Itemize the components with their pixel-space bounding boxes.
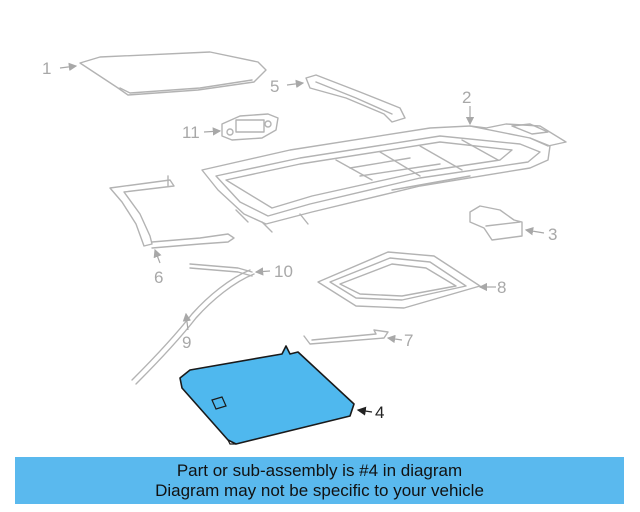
callout-4: 4 bbox=[375, 403, 384, 422]
callout-6: 6 bbox=[154, 268, 163, 287]
callout-3: 3 bbox=[548, 225, 557, 244]
banner-line-2: Diagram may not be specific to your vehi… bbox=[155, 481, 484, 500]
part-5-rail bbox=[305, 74, 406, 123]
part-10-drain-hose bbox=[189, 263, 253, 277]
part-8-bezel bbox=[317, 251, 481, 309]
callout-7: 7 bbox=[404, 331, 413, 350]
callout-8: 8 bbox=[497, 278, 506, 297]
part-6-side-rail bbox=[109, 175, 235, 249]
callout-10: 10 bbox=[274, 262, 293, 281]
callout-9: 9 bbox=[182, 333, 191, 352]
part-4-sunshade-highlighted bbox=[179, 345, 355, 445]
callout-1: 1 bbox=[42, 59, 51, 78]
part-3-module bbox=[469, 205, 523, 241]
callout-2: 2 bbox=[462, 88, 471, 107]
callout-5: 5 bbox=[270, 77, 279, 96]
info-banner: Part or sub-assembly is #4 in diagram Di… bbox=[15, 457, 624, 504]
part-1-glass-panel bbox=[79, 51, 267, 96]
leader-10 bbox=[254, 267, 271, 276]
leader-4 bbox=[356, 406, 373, 416]
leader-6 bbox=[153, 248, 162, 264]
leader-9 bbox=[182, 312, 192, 331]
leader-7 bbox=[386, 334, 403, 344]
part-2-frame bbox=[201, 123, 567, 233]
leader-11 bbox=[203, 127, 222, 136]
leader-5 bbox=[286, 79, 305, 89]
part-11-motor bbox=[221, 113, 279, 141]
parts-diagram: 1 5 11 2 3 6 bbox=[42, 51, 567, 445]
part-7-strip bbox=[303, 329, 389, 345]
leader-1 bbox=[59, 62, 78, 72]
callout-11: 11 bbox=[182, 123, 200, 142]
part-9-cable bbox=[131, 269, 255, 385]
banner-line-1: Part or sub-assembly is #4 in diagram bbox=[176, 461, 463, 480]
leader-3 bbox=[524, 227, 545, 236]
